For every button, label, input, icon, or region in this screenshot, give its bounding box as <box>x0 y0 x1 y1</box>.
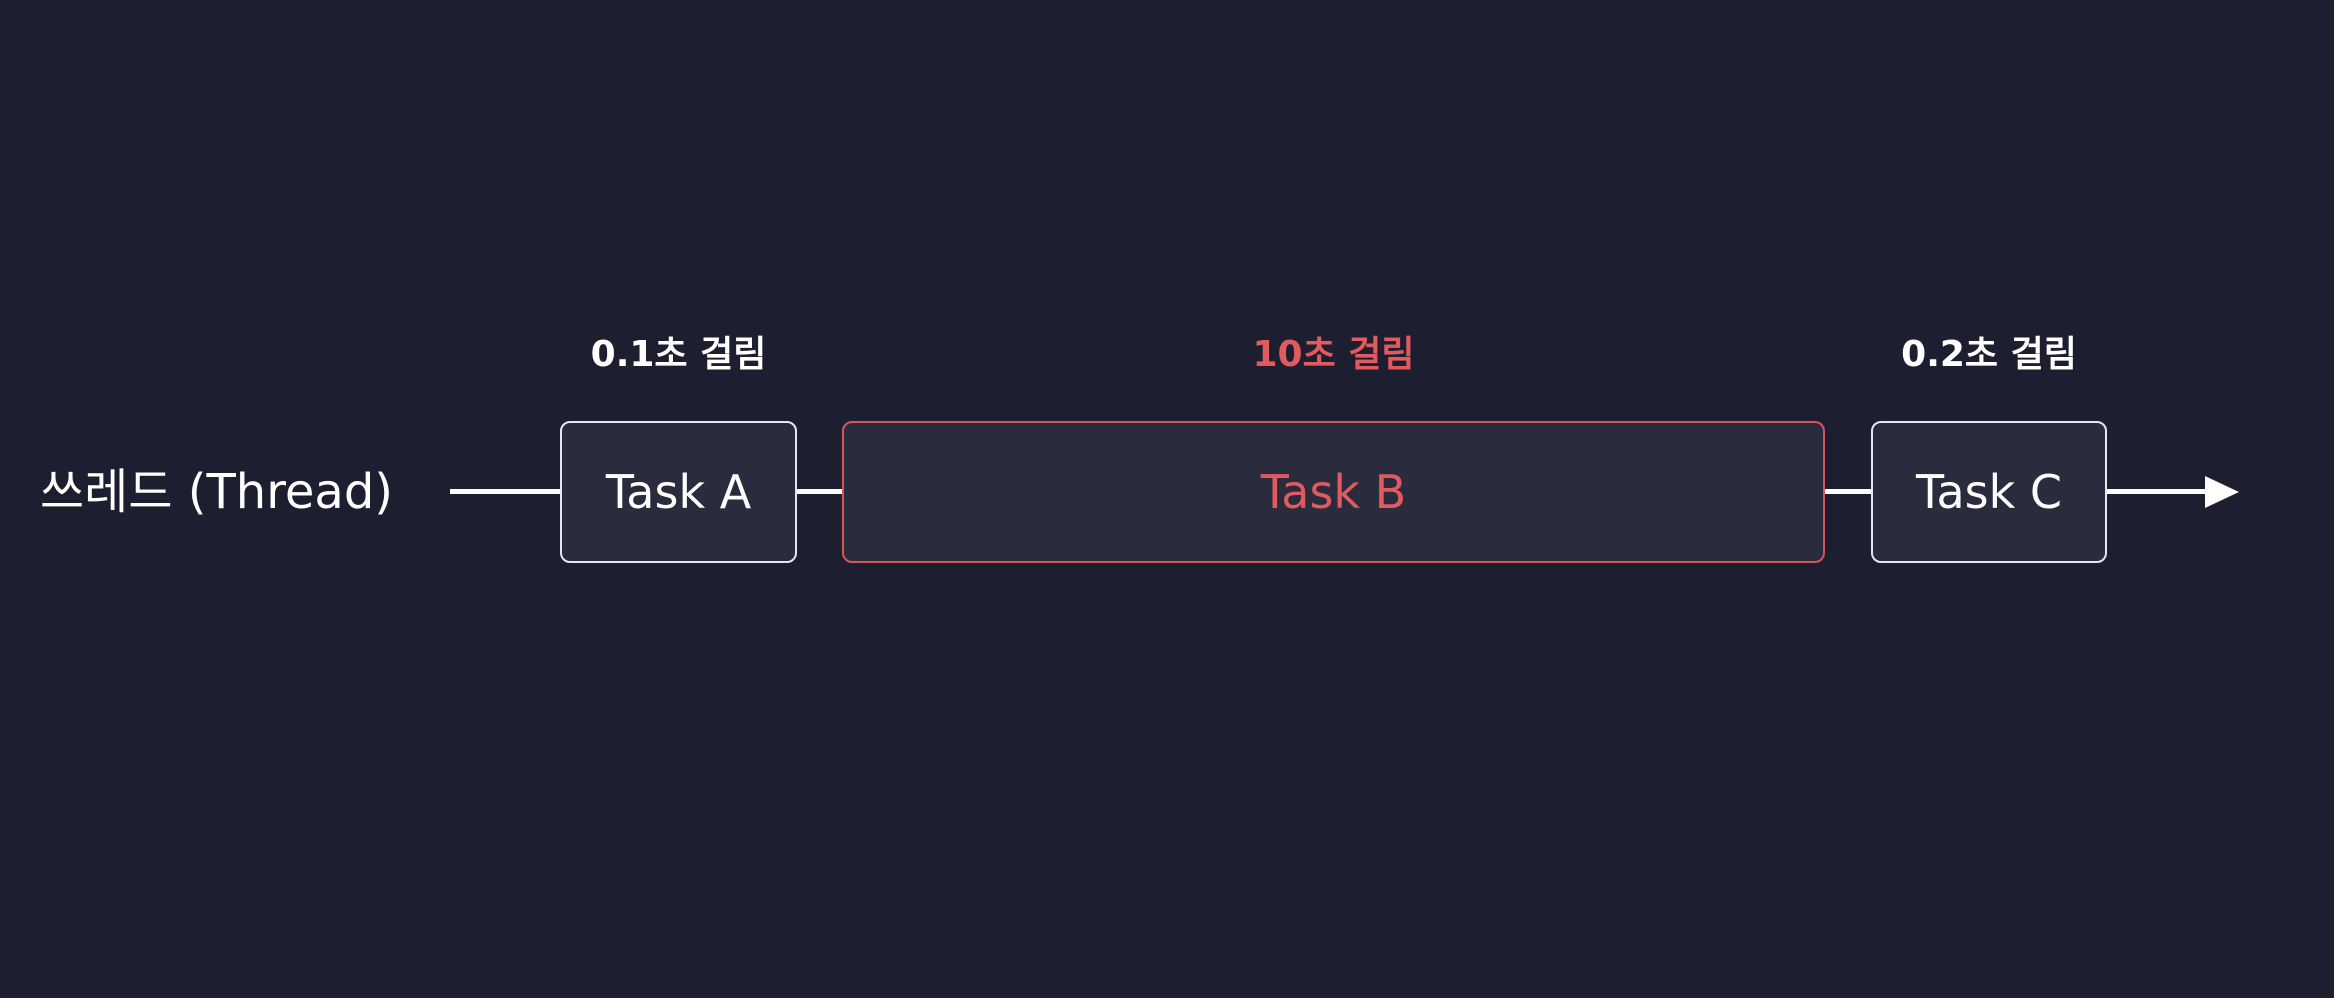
task-a-box: Task A <box>560 421 797 563</box>
thread-label: 쓰레드 (Thread) <box>40 464 394 520</box>
timeline-segment-start <box>450 489 560 494</box>
task-b-box: Task B <box>842 421 1825 563</box>
task-c-duration: 0.2초 걸림 <box>1901 334 2077 375</box>
task-c-label: Task C <box>1915 465 2063 519</box>
timeline-segment-b-c <box>1825 489 1871 494</box>
task-b-label: Task B <box>1260 465 1407 519</box>
task-c-box: Task C <box>1871 421 2107 563</box>
task-b-duration: 10초 걸림 <box>1252 334 1415 375</box>
timeline-segment-a-b <box>797 489 842 494</box>
timeline-arrow-icon <box>2205 476 2239 508</box>
timeline-segment-end <box>2107 489 2207 494</box>
task-a-label: Task A <box>605 465 752 519</box>
task-a-duration: 0.1초 걸림 <box>590 334 767 375</box>
